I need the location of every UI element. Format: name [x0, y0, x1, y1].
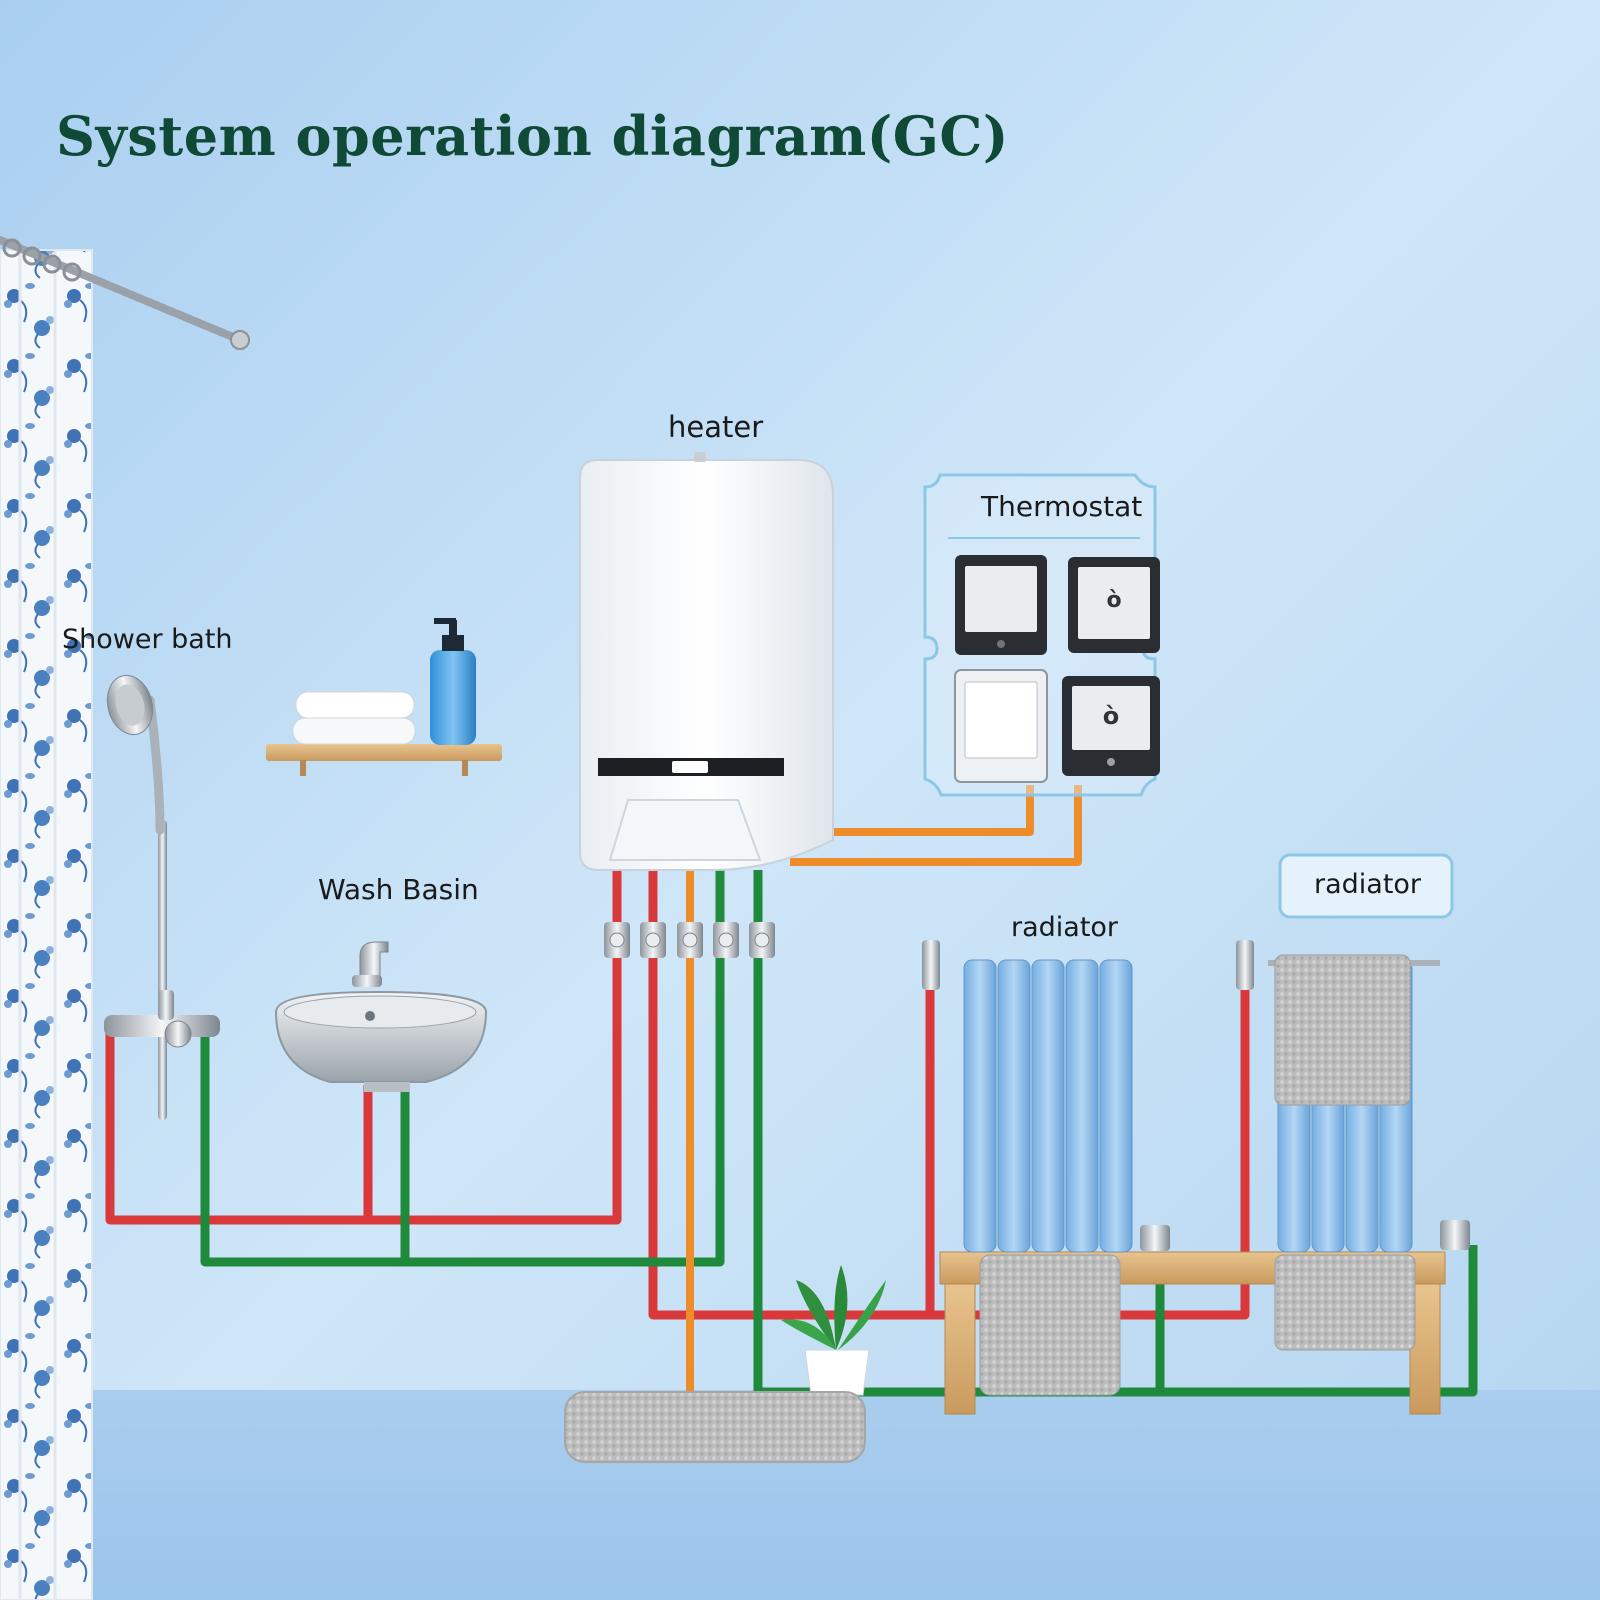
towel-icon [979, 1254, 1121, 1396]
towel-icon [1274, 954, 1411, 1106]
soap-bottle-icon [430, 618, 476, 745]
floor-mat [564, 1391, 866, 1463]
thermostat-icon: ò ò [954, 555, 1160, 783]
towel-icon [1274, 1254, 1416, 1351]
thermostat-label: Thermostat [981, 490, 1143, 523]
curtain-icon [0, 236, 250, 1600]
basin-label: Wash Basin [318, 873, 479, 906]
thermostat-panel: ò ò [923, 473, 1160, 797]
heater-label: heater [668, 410, 764, 444]
radiator-label-1: radiator [1011, 912, 1119, 943]
shower-label: Shower bath [62, 624, 233, 655]
page-title: System operation diagram(GC) [56, 104, 1009, 168]
towel-icon [292, 691, 416, 745]
radiator-label-2: radiator [1314, 869, 1422, 900]
heater-icon [579, 452, 834, 871]
radiator-tag-box [1278, 853, 1454, 919]
svg-text:ò: ò [1106, 588, 1121, 613]
radiator-icon [922, 940, 1170, 1253]
plant-icon [781, 1265, 886, 1396]
washbasin-icon [274, 941, 488, 1092]
shower-icon [104, 674, 220, 1120]
valves [604, 922, 775, 958]
shelf [266, 744, 502, 776]
svg-text:ò: ò [1103, 702, 1120, 730]
